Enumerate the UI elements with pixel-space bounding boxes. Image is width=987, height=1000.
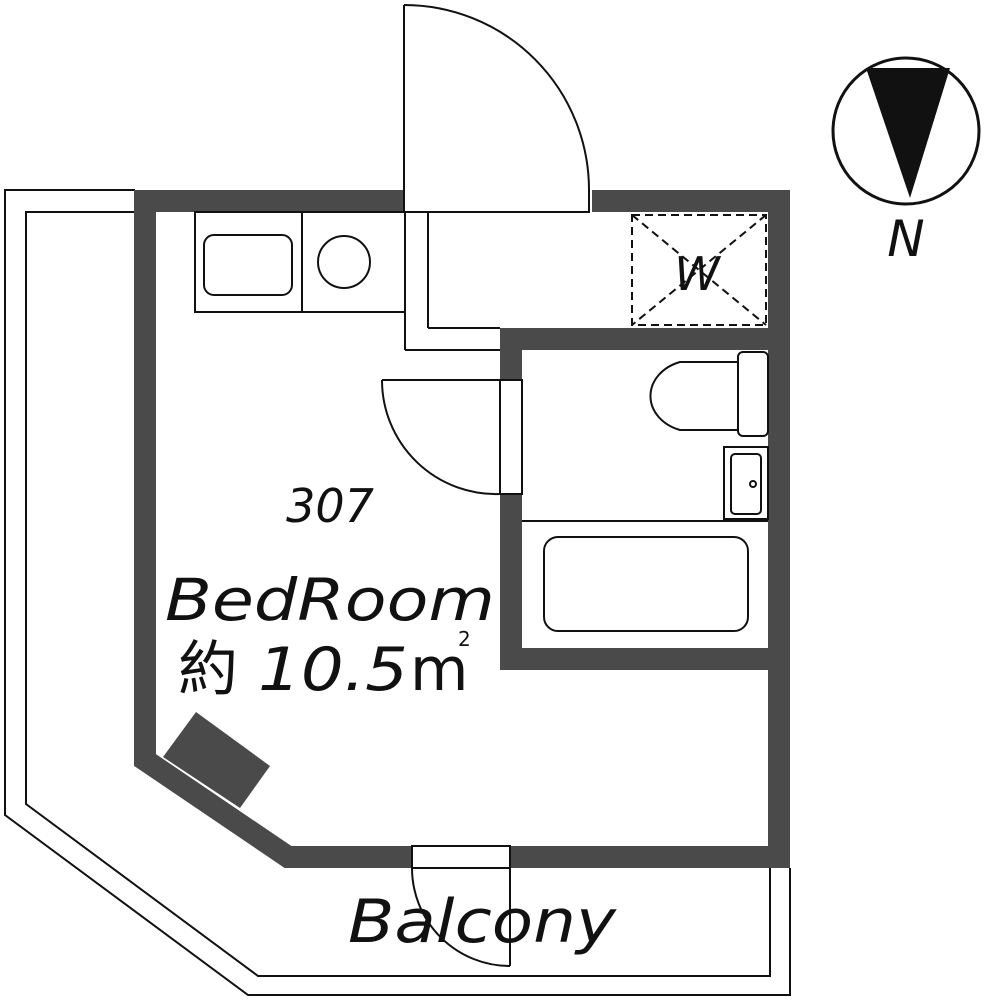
washer-pan-icon (631, 214, 767, 326)
walls (134, 190, 790, 868)
area-value: 10.5 (258, 635, 408, 705)
toilet-icon (649, 351, 769, 437)
entrance-door (403, 4, 590, 212)
balcony-door (411, 845, 511, 967)
area-unit-superscript: 2 (458, 627, 471, 651)
area-unit: m (410, 635, 468, 705)
bathtub-icon (543, 536, 749, 632)
interior-partitions (403, 190, 768, 522)
bathroom-door (381, 379, 523, 496)
outer-wall-right (510, 190, 790, 868)
room-number: 307 (286, 479, 374, 533)
north-label: N (887, 210, 924, 268)
balcony-railing (4, 189, 791, 996)
washer-label: W (674, 247, 721, 301)
refrigerator-block (163, 712, 270, 808)
outer-wall (134, 190, 412, 868)
balcony-label: Balcony (348, 887, 618, 957)
bathroom-wall-lower (500, 494, 779, 670)
kitchen-counter (194, 211, 406, 313)
compass-north-icon (831, 56, 981, 206)
bathroom-wall (500, 328, 779, 380)
sink-icon (203, 234, 293, 296)
area-prefix: 約 (178, 635, 238, 705)
wash-basin-icon (723, 446, 769, 520)
bedroom-label: BedRoom (165, 566, 495, 634)
stove-icon (317, 235, 371, 289)
